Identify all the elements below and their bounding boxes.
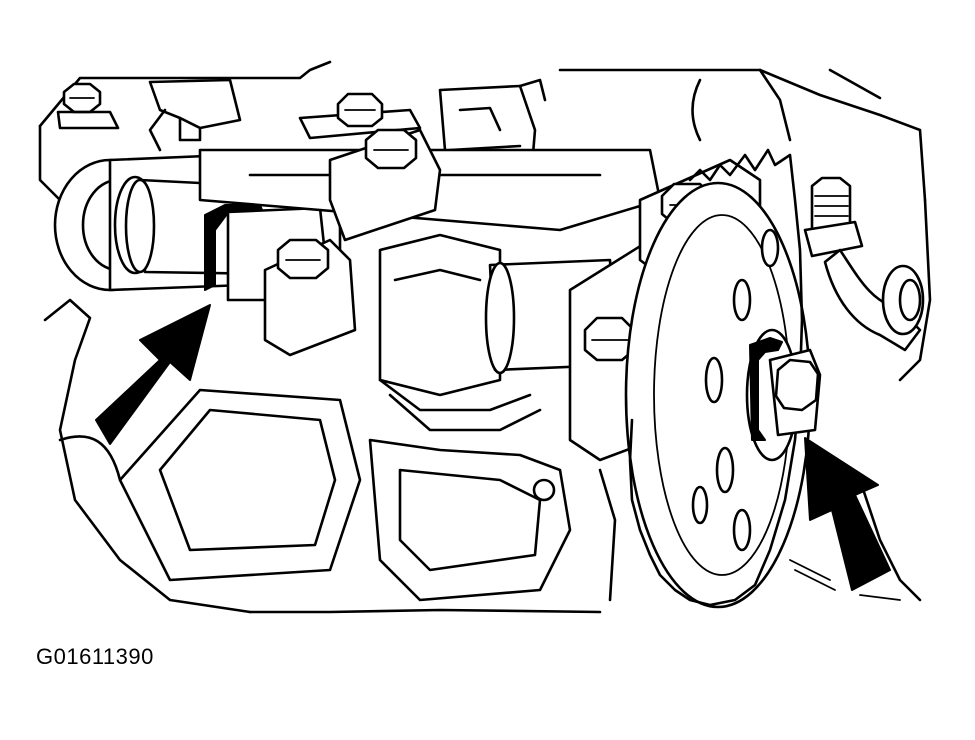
bearing-cap-left <box>263 128 442 357</box>
fuel-line-fitting <box>803 176 925 352</box>
figure-id-label: G01611390 <box>36 644 154 669</box>
injector-left <box>148 78 242 152</box>
arrow-left-pointer <box>95 304 211 445</box>
cylinder-head-body <box>38 60 932 614</box>
arrow-right-pointer <box>804 437 891 591</box>
lower-right-structure <box>598 448 922 602</box>
top-left-bolt <box>56 82 120 130</box>
camshaft-sprocket <box>624 148 812 609</box>
sprocket-bolt <box>749 337 822 441</box>
lower-ports <box>58 388 572 602</box>
top-center-bolt <box>298 92 422 140</box>
